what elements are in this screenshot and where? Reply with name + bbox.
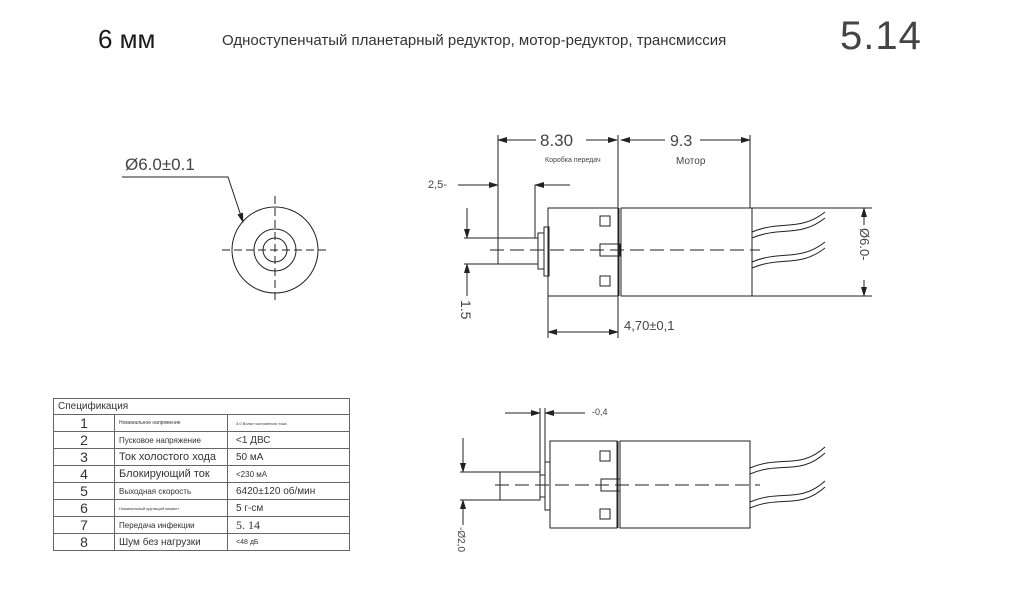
motor-length-dim: 9.3	[670, 133, 692, 150]
row-value: 3.0 Вольт постоянного тока	[227, 414, 350, 432]
row-label: Блокирующий ток	[114, 465, 228, 483]
shaft-diameter-dim: -Ø2,0	[455, 527, 466, 552]
spec-table-title: Спецификация	[53, 398, 350, 415]
row-number: 2	[53, 431, 115, 449]
bottom-view	[460, 408, 826, 529]
gearbox-length-dim: 8.30	[540, 131, 573, 150]
row-number: 3	[53, 448, 115, 466]
motor-size-title: 6 мм	[98, 24, 156, 54]
row-value: 5. 14	[227, 516, 350, 534]
row-number: 5	[53, 482, 115, 500]
flange-offset-dim: -0,4	[592, 407, 608, 417]
row-label: Шум без нагрузки	[114, 533, 228, 551]
row-label: Пусковое напряжение	[114, 431, 228, 449]
gearbox-label: Коробка передач	[545, 156, 601, 164]
row-label: Выходная скорость	[114, 482, 228, 500]
row-value: <230 мА	[227, 465, 350, 483]
front-view	[122, 176, 328, 302]
row-number: 4	[53, 465, 115, 483]
front-diameter-label: Ø6.0±0.1	[125, 155, 195, 174]
gear-ratio: 5.14	[840, 14, 922, 58]
row-label: Номинальное напряжение	[114, 414, 228, 432]
row-number: 1	[53, 414, 115, 432]
row-label: Передача инфекции	[114, 516, 228, 534]
motor-label: Мотор	[676, 156, 706, 167]
row-value: 50 мА	[227, 448, 350, 466]
row-number: 8	[53, 533, 115, 551]
row-label: Номинальный крутящий момент	[114, 499, 228, 517]
row-label: Ток холостого хода	[114, 448, 228, 466]
shaft-height-dim: 1.5	[458, 300, 474, 320]
body-diameter-dim: Ø6.0-	[857, 228, 872, 261]
row-number: 7	[53, 516, 115, 534]
row-value: <48 дБ	[227, 533, 350, 551]
row-value: 6420±120 об/мин	[227, 482, 350, 500]
side-view	[458, 135, 872, 338]
row-value: 5 г-см	[227, 499, 350, 517]
row-number: 6	[53, 499, 115, 517]
gearbox-body-length-dim: 4,70±0,1	[624, 318, 675, 333]
shaft-length-dim: 2,5-	[428, 179, 447, 191]
product-description: Одноступенчатый планетарный редуктор, мо…	[222, 32, 727, 49]
row-value: <1 ДВС	[227, 431, 350, 449]
